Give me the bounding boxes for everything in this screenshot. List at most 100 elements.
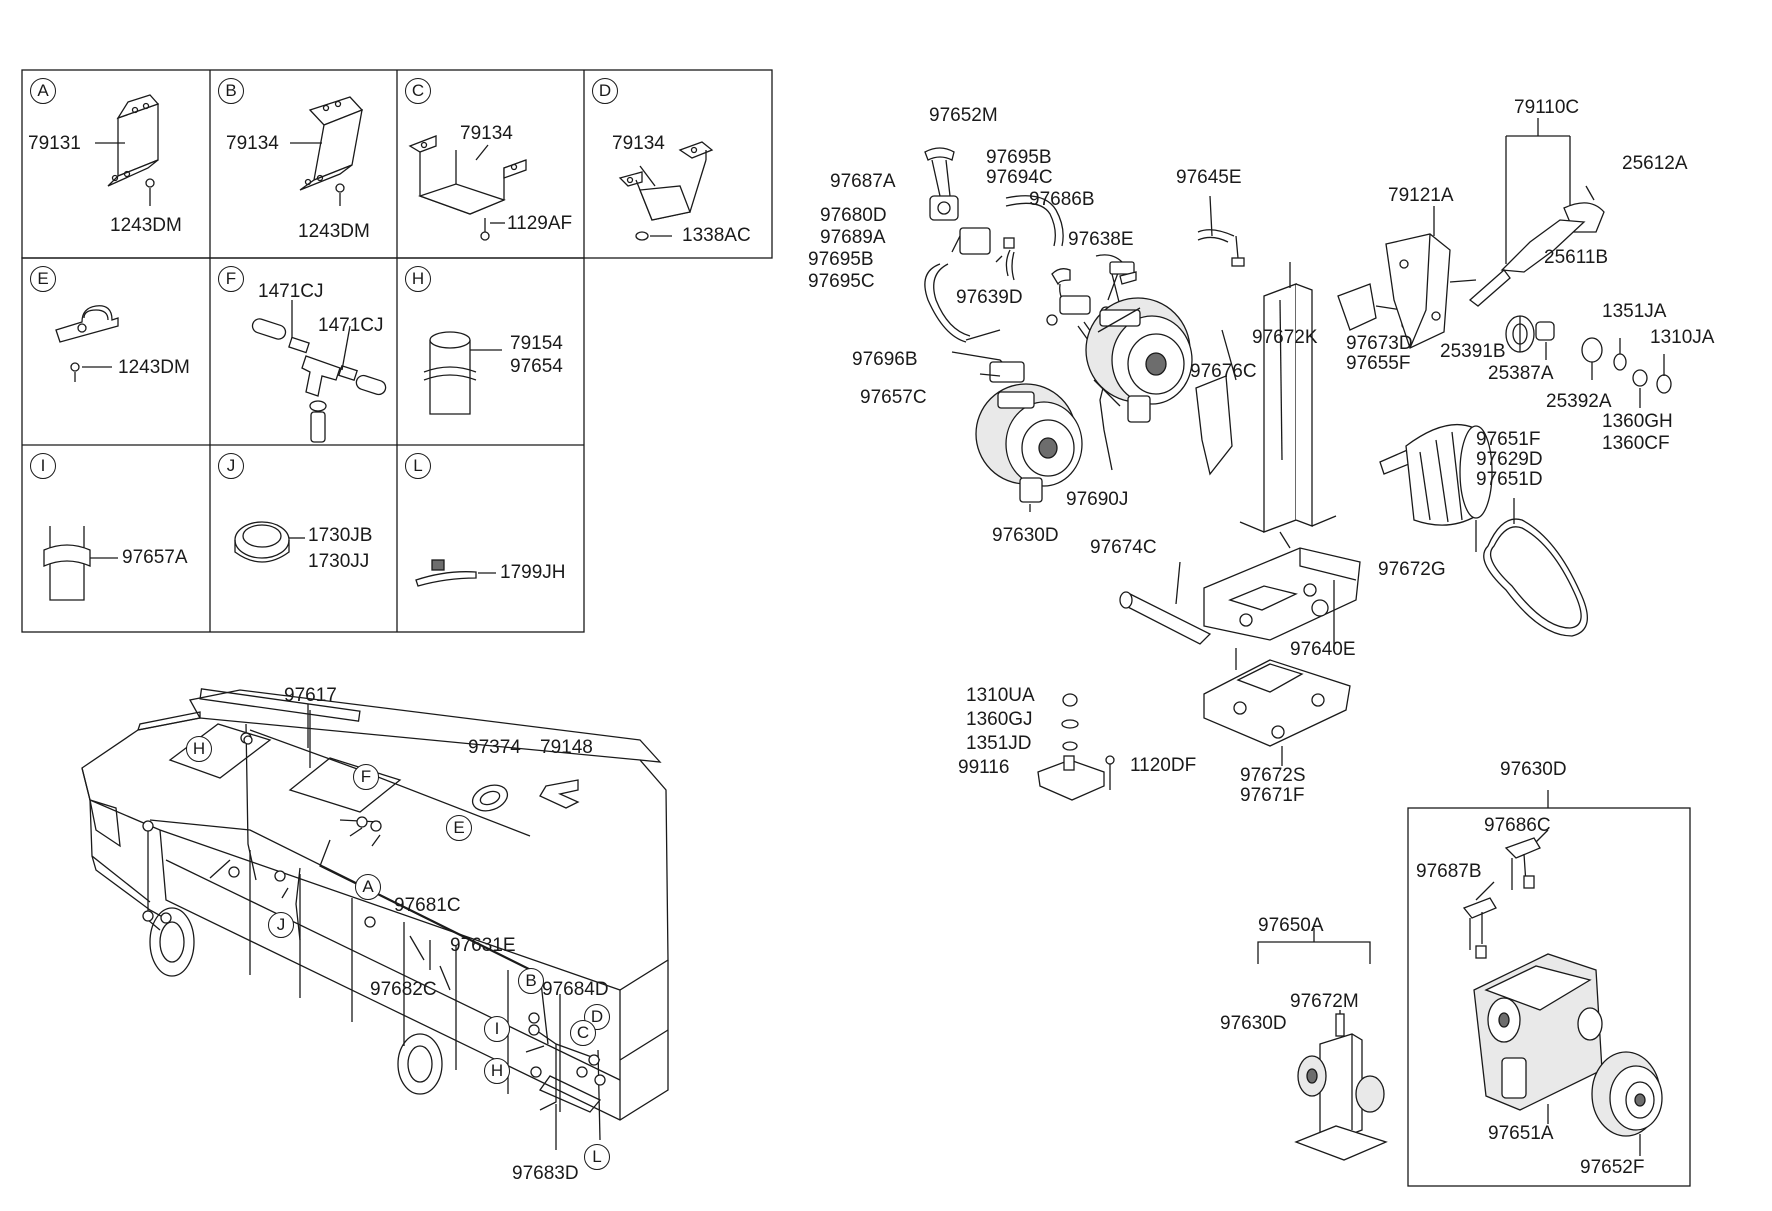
- part-label[interactable]: 1799JH: [500, 562, 566, 583]
- part-label-97640e[interactable]: 97640E: [1290, 639, 1356, 660]
- part-label[interactable]: 1243DM: [118, 357, 190, 378]
- part-label-97651d[interactable]: 97651D: [1476, 469, 1543, 490]
- part-label-99116[interactable]: 99116: [958, 757, 1010, 778]
- part-label-97630d-sub[interactable]: 97630D: [1220, 1013, 1287, 1034]
- part-label-97655f[interactable]: 97655F: [1346, 353, 1411, 374]
- part-label-97629d[interactable]: 97629D: [1476, 449, 1543, 470]
- part-label-1120df[interactable]: 1120DF: [1130, 755, 1197, 776]
- part-label[interactable]: 1129AF: [507, 213, 573, 234]
- part-label-97686b[interactable]: 97686B: [1029, 189, 1095, 210]
- cell-letter-c: C: [405, 78, 431, 104]
- part-label-1310ja[interactable]: 1310JA: [1650, 327, 1715, 348]
- grommet-97374-drawing: [471, 784, 509, 812]
- part-label[interactable]: 97654: [510, 356, 563, 377]
- part-label-97695b[interactable]: 97695B: [808, 249, 874, 270]
- part-label-97689a[interactable]: 97689A: [820, 227, 886, 248]
- callout-b[interactable]: B: [518, 968, 544, 994]
- part-label-97673d[interactable]: 97673D: [1346, 333, 1413, 354]
- part-label[interactable]: 79131: [28, 133, 81, 154]
- part-label-97680d[interactable]: 97680D: [820, 205, 887, 226]
- part-label-97645e[interactable]: 97645E: [1176, 167, 1242, 188]
- clip-79148-drawing: [539, 779, 580, 809]
- part-label[interactable]: 79134: [612, 133, 665, 154]
- part-label-1360gj[interactable]: 1360GJ: [966, 709, 1033, 730]
- clamp-e-drawing: [55, 305, 119, 382]
- part-label[interactable]: 79134: [460, 123, 513, 144]
- cell-letter-i: I: [30, 453, 56, 479]
- part-label-97651a[interactable]: 97651A: [1488, 1123, 1554, 1144]
- part-label-1351ja[interactable]: 1351JA: [1602, 301, 1667, 322]
- part-label-97652f[interactable]: 97652F: [1580, 1157, 1645, 1178]
- part-label-97672k[interactable]: 97672K: [1252, 327, 1318, 348]
- part-label[interactable]: 1471CJ: [258, 281, 324, 302]
- callout-c[interactable]: C: [570, 1020, 596, 1046]
- callout-j[interactable]: J: [268, 912, 294, 938]
- part-label-97631e[interactable]: 97631E: [450, 935, 516, 956]
- part-label-25392a[interactable]: 25392A: [1546, 391, 1612, 412]
- callout-a[interactable]: A: [355, 874, 381, 900]
- part-label-1360gh[interactable]: 1360GH: [1602, 411, 1673, 432]
- callout-f[interactable]: F: [353, 764, 379, 790]
- part-label-25387a[interactable]: 25387A: [1488, 363, 1554, 384]
- part-label-97683d[interactable]: 97683D: [512, 1163, 579, 1184]
- part-label[interactable]: 1730JJ: [308, 551, 370, 572]
- callout-h[interactable]: H: [186, 736, 212, 762]
- part-label-97686c[interactable]: 97686C: [1484, 815, 1551, 836]
- part-label-97684d[interactable]: 97684D: [542, 979, 609, 1000]
- part-label-97672g[interactable]: 97672G: [1378, 559, 1446, 580]
- part-label[interactable]: 79154: [510, 333, 563, 354]
- part-label-97639d[interactable]: 97639D: [956, 287, 1023, 308]
- part-label-97617[interactable]: 97617: [284, 685, 337, 706]
- cell-letter-j: J: [218, 453, 244, 479]
- part-label-1360cf[interactable]: 1360CF: [1602, 433, 1670, 454]
- part-label[interactable]: 1471CJ: [318, 315, 384, 336]
- part-label-97687a[interactable]: 97687A: [830, 171, 896, 192]
- part-label-97671f[interactable]: 97671F: [1240, 785, 1305, 806]
- hose-connector-f-drawing: [251, 300, 387, 443]
- callout-e[interactable]: E: [446, 815, 472, 841]
- part-label-97630d[interactable]: 97630D: [992, 525, 1059, 546]
- part-label-97682c[interactable]: 97682C: [370, 979, 437, 1000]
- cell-letter-l: L: [405, 453, 431, 479]
- part-label[interactable]: 97657A: [122, 547, 188, 568]
- part-label-97672m[interactable]: 97672M: [1290, 991, 1359, 1012]
- part-label-97652m[interactable]: 97652M: [929, 105, 998, 126]
- part-label[interactable]: 1243DM: [298, 221, 370, 242]
- part-label-97650a[interactable]: 97650A: [1258, 915, 1324, 936]
- part-label-97687b[interactable]: 97687B: [1416, 861, 1482, 882]
- part-label-97695b-top[interactable]: 97695B: [986, 147, 1052, 168]
- part-label[interactable]: 1243DM: [110, 215, 182, 236]
- part-label-1310ua[interactable]: 1310UA: [966, 685, 1035, 706]
- part-label[interactable]: 79134: [226, 133, 279, 154]
- part-label-25391b[interactable]: 25391B: [1440, 341, 1506, 362]
- part-label-79121a[interactable]: 79121A: [1388, 185, 1454, 206]
- part-label-97374[interactable]: 97374: [468, 737, 521, 758]
- callout-i[interactable]: I: [484, 1016, 510, 1042]
- part-label-97674c[interactable]: 97674C: [1090, 537, 1157, 558]
- part-label-97676c[interactable]: 97676C: [1190, 361, 1257, 382]
- part-label-97681c[interactable]: 97681C: [394, 895, 461, 916]
- part-label-97690j[interactable]: 97690J: [1066, 489, 1129, 510]
- part-label-97651f[interactable]: 97651F: [1476, 429, 1541, 450]
- part-label-79110c[interactable]: 79110C: [1514, 97, 1580, 118]
- part-label-97657c[interactable]: 97657C: [860, 387, 927, 408]
- part-label-97638e[interactable]: 97638E: [1068, 229, 1134, 250]
- part-label-97694c[interactable]: 97694C: [986, 167, 1053, 188]
- callout-l[interactable]: L: [584, 1144, 610, 1170]
- part-label[interactable]: 1730JB: [308, 525, 373, 546]
- part-label[interactable]: 1338AC: [682, 225, 751, 246]
- part-label-97630d-box[interactable]: 97630D: [1500, 759, 1567, 780]
- part-label-1351jd[interactable]: 1351JD: [966, 733, 1032, 754]
- part-label-97695c[interactable]: 97695C: [808, 271, 875, 292]
- part-label-97696b[interactable]: 97696B: [852, 349, 918, 370]
- protective-sleeve-h-drawing: [423, 331, 502, 415]
- cell-letter-f: F: [218, 266, 244, 292]
- cell-letter-d: D: [592, 78, 618, 104]
- callout-h-lower[interactable]: H: [484, 1058, 510, 1084]
- callout-d[interactable]: D: [584, 1004, 610, 1030]
- part-label-25611b[interactable]: 25611B: [1544, 247, 1609, 268]
- part-label-79148[interactable]: 79148: [540, 737, 593, 758]
- part-label-25612a[interactable]: 25612A: [1622, 153, 1688, 174]
- part-label-97672s[interactable]: 97672S: [1240, 765, 1306, 786]
